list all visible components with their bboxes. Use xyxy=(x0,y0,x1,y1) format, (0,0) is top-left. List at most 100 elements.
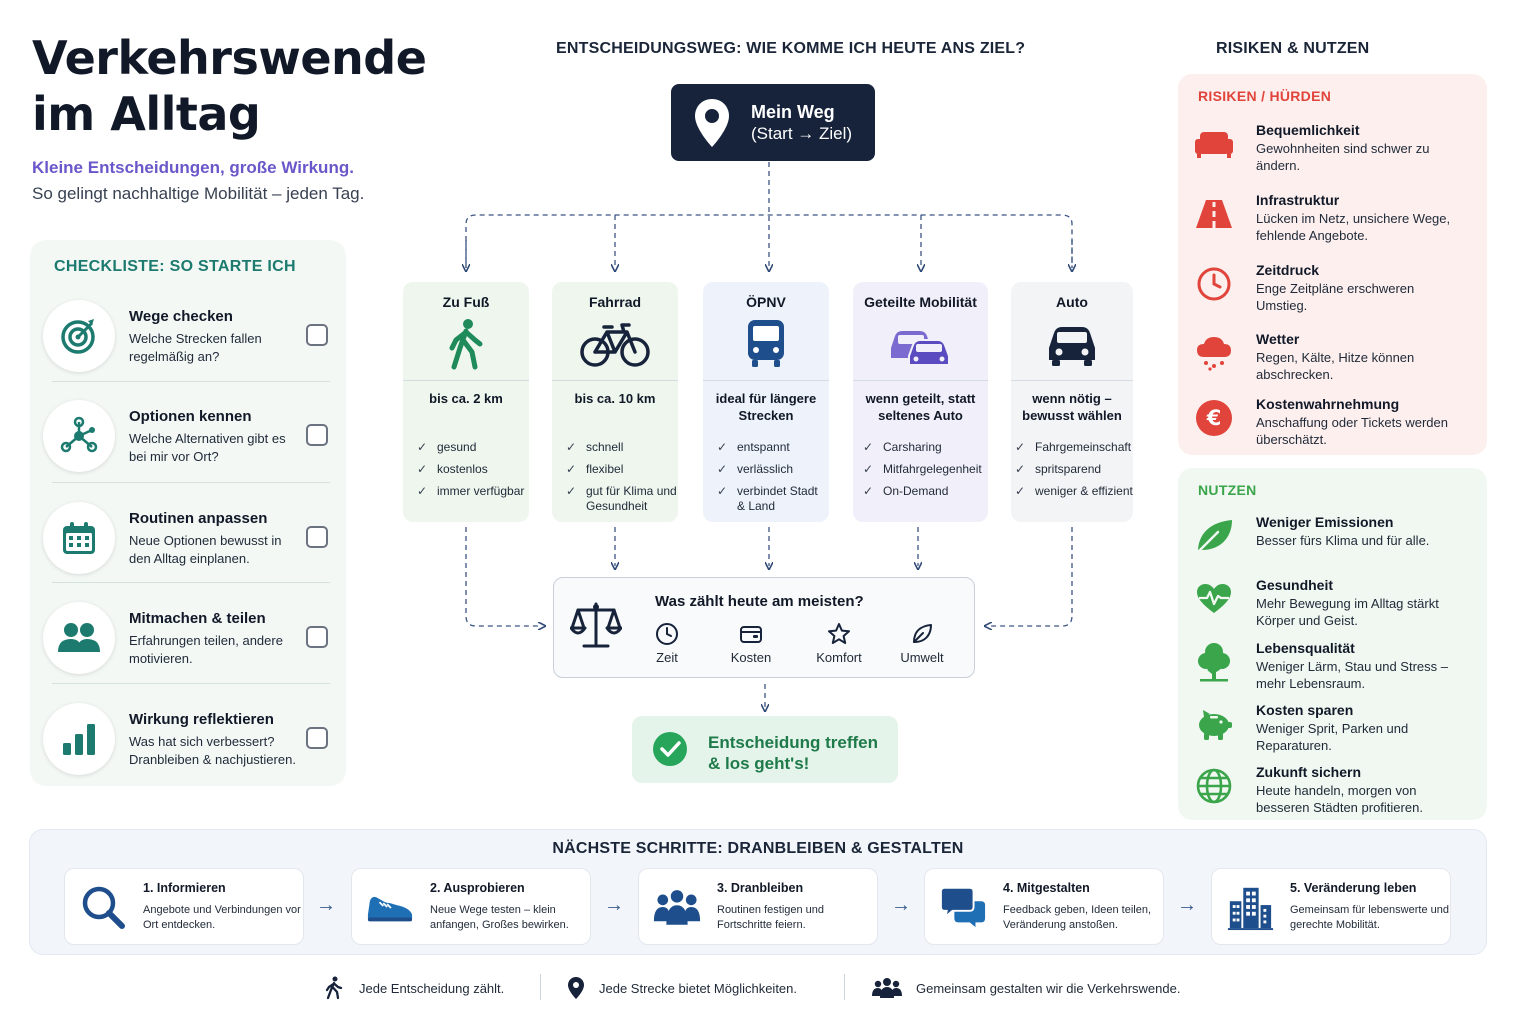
risk-desc: Lücken im Netz, unsichere Wege, fehlende… xyxy=(1256,211,1451,243)
checklist-checkbox[interactable] xyxy=(306,424,328,446)
tree-icon xyxy=(1194,642,1234,682)
checklist-item-title: Mitmachen & teilen xyxy=(129,610,266,627)
step-card[interactable]: 2. Ausprobieren Neue Wege testen – klein… xyxy=(351,868,591,945)
globe-icon xyxy=(1194,766,1234,806)
risk-title: Infrastruktur xyxy=(1256,192,1340,208)
check-circle-icon xyxy=(652,731,688,767)
mode-card-shared[interactable]: Geteilte Mobilität wenn geteilt, statt s… xyxy=(853,282,988,522)
benefits-panel: NUTZEN Weniger Emissionen Besser fürs Kl… xyxy=(1178,468,1487,820)
step-card[interactable]: 5. Veränderung leben Gemeinsam für leben… xyxy=(1211,868,1451,945)
divider xyxy=(853,380,988,381)
step-card[interactable]: 1. Informieren Angebote und Verbindungen… xyxy=(64,868,304,945)
criterion-comfort[interactable]: Komfort xyxy=(799,622,879,665)
bus-icon xyxy=(703,318,829,370)
start-destination-box: Mein Weg (Start → Ziel) xyxy=(671,84,875,161)
risks-benefits-heading: RISIKEN & NUTZEN xyxy=(1216,40,1370,57)
risk-title: Wetter xyxy=(1256,331,1300,347)
mode-distance: bis ca. 10 km xyxy=(574,391,656,406)
checklist-item-desc: Welche Alternativen gibt es bei mir vor … xyxy=(129,431,286,464)
divider xyxy=(1011,380,1133,381)
step-title: 3. Dranbleiben xyxy=(717,881,804,895)
next-steps-heading: NÄCHSTE SCHRITTE: DRANBLEIBEN & GESTALTE… xyxy=(552,840,964,857)
page-title: Verkehrswende im Alltag xyxy=(32,31,427,141)
checklist-item: Mitmachen & teilen Erfahrungen teilen, a… xyxy=(30,596,346,696)
location-pin-icon xyxy=(693,97,731,149)
benefit-item: weniger & effizient xyxy=(1015,484,1133,499)
risk-desc: Regen, Kälte, Hitze können abschrecken. xyxy=(1256,350,1415,382)
walking-icon xyxy=(323,976,345,1000)
mode-distance: wenn geteilt, statt seltenes Auto xyxy=(865,391,976,423)
checklist-checkbox[interactable] xyxy=(306,626,328,648)
benefit-desc: Besser fürs Klima und für alle. xyxy=(1256,533,1430,548)
sneaker-icon xyxy=(366,883,414,931)
checklist-item: Wirkung reflektieren Was hat sich verbes… xyxy=(30,697,346,797)
decide-box[interactable]: Entscheidung treffen & los geht's! xyxy=(632,716,898,783)
checklist-checkbox[interactable] xyxy=(306,727,328,749)
mode-benefits: entspannt verlässlich verbindet Stadt & … xyxy=(717,440,829,521)
mode-name: Fahrrad xyxy=(588,294,642,310)
checklist-item: Routinen anpassen Neue Optionen bewusst … xyxy=(30,496,346,596)
arrow-right-icon: → xyxy=(891,894,911,916)
divider xyxy=(703,380,829,381)
shared-cars-icon xyxy=(853,318,988,370)
start-sublabel: (Start → Ziel) xyxy=(751,124,853,143)
divider xyxy=(52,582,330,583)
checklist-item-title: Wege checken xyxy=(129,308,233,325)
calendar-icon xyxy=(43,502,115,574)
divider xyxy=(552,380,678,381)
footer-text: Gemeinsam gestalten wir die Verkehrswend… xyxy=(916,980,1181,996)
chat-icon xyxy=(939,883,987,931)
group-icon xyxy=(653,883,701,931)
mode-card-walk[interactable]: Zu Fuß bis ca. 2 km gesund kostenlos imm… xyxy=(403,282,529,522)
step-card[interactable]: 4. Mitgestalten Feedback geben, Ideen te… xyxy=(924,868,1164,945)
target-icon xyxy=(43,300,115,372)
page-subtitle: Kleine Entscheidungen, große Wirkung. xyxy=(32,158,354,177)
mode-distance: ideal für längere Strecken xyxy=(715,391,817,423)
clock-icon xyxy=(627,622,707,646)
mode-distance: wenn nötig – bewusst wählen xyxy=(1022,391,1122,423)
footer-item: Gemeinsam gestalten wir die Verkehrswend… xyxy=(872,976,1180,1000)
star-icon xyxy=(799,622,879,646)
checklist-item: Optionen kennen Welche Alternativen gibt… xyxy=(30,394,346,494)
mode-card-car[interactable]: Auto wenn nötig – bewusst wählen Fahrgem… xyxy=(1011,282,1133,522)
footer-text: Jede Strecke bietet Möglichkeiten. xyxy=(599,980,797,996)
decide-label: Entscheidung treffen & los geht's! xyxy=(708,733,879,773)
risk-desc: Anschaffung oder Tickets werden überschä… xyxy=(1256,415,1448,447)
mode-name: Auto xyxy=(1056,294,1088,310)
divider xyxy=(403,380,529,381)
divider xyxy=(540,974,541,1000)
benefit-item: immer verfügbar xyxy=(417,484,529,499)
checklist-item: Wege checken Welche Strecken fallen rege… xyxy=(30,294,346,394)
divider xyxy=(52,683,330,684)
benefit-desc: Heute handeln, morgen von besseren Städt… xyxy=(1256,783,1423,815)
start-label: Mein Weg xyxy=(751,102,835,122)
mode-distance: bis ca. 2 km xyxy=(429,391,503,406)
piggy-bank-icon xyxy=(1194,704,1234,744)
euro-icon: € xyxy=(1194,398,1234,438)
arrow-right-icon: → xyxy=(1177,894,1197,916)
checklist-item-desc: Erfahrungen teilen, andere motivieren. xyxy=(129,633,283,666)
criterion-time[interactable]: Zeit xyxy=(627,622,707,665)
criterion-label: Komfort xyxy=(816,650,862,665)
svg-text:€: € xyxy=(1206,406,1222,430)
sofa-icon xyxy=(1194,124,1234,164)
criterion-cost[interactable]: Kosten xyxy=(711,622,791,665)
checklist-checkbox[interactable] xyxy=(306,526,328,548)
step-desc: Gemeinsam für lebenswerte und gerechte M… xyxy=(1290,904,1449,931)
mode-name: Geteilte Mobilität xyxy=(864,294,977,310)
criteria-title: Was zählt heute am meisten? xyxy=(655,593,864,610)
benefit-item: gut für Klima und Gesundheit xyxy=(566,484,678,514)
mode-card-bike[interactable]: Fahrrad bis ca. 10 km schnell flexibel g… xyxy=(552,282,678,522)
step-card[interactable]: 3. Dranbleiben Routinen festigen und For… xyxy=(638,868,878,945)
criterion-environment[interactable]: Umwelt xyxy=(882,622,962,665)
criteria-box: Was zählt heute am meisten? Zeit Kosten … xyxy=(553,577,975,678)
mode-card-transit[interactable]: ÖPNV ideal für längere Strecken entspann… xyxy=(703,282,829,522)
rain-cloud-icon xyxy=(1194,333,1234,373)
mode-benefits: Carsharing Mitfahrgelegenheit On-Demand xyxy=(863,440,987,506)
benefit-title: Kosten sparen xyxy=(1256,702,1354,718)
checklist-item-title: Optionen kennen xyxy=(129,408,252,425)
criterion-label: Zeit xyxy=(656,650,678,665)
checklist-checkbox[interactable] xyxy=(306,324,328,346)
decision-heading: ENTSCHEIDUNGSWEG: WIE KOMME ICH HEUTE AN… xyxy=(556,40,1026,57)
footer-item: Jede Strecke bietet Möglichkeiten. xyxy=(567,976,797,1000)
